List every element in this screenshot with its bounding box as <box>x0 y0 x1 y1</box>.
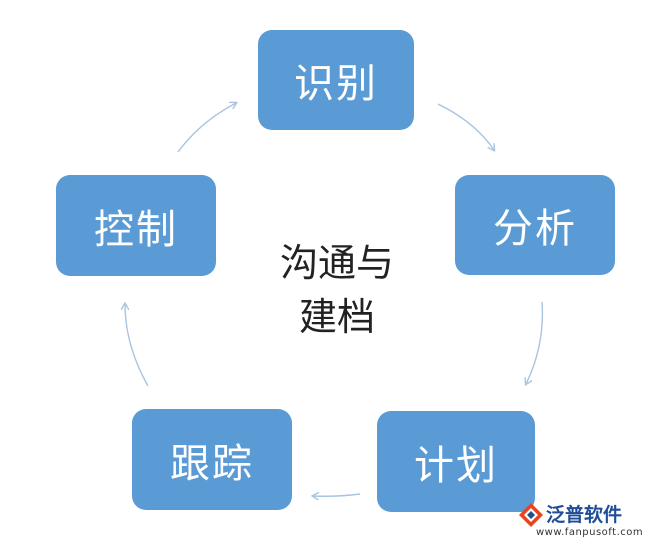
node-plan: 计划 <box>377 411 535 512</box>
arrow-plan-to-track <box>313 494 361 496</box>
arrow-identify-to-analyze <box>437 103 494 150</box>
watermark-logo: 泛普软件 www.fanpusoft.com <box>518 500 648 544</box>
node-analyze: 分析 <box>455 175 615 275</box>
node-track: 跟踪 <box>132 409 292 510</box>
arrow-analyze-to-plan <box>526 301 544 384</box>
watermark-url: www.fanpusoft.com <box>536 527 644 538</box>
center-label-line-1: 沟通与 <box>279 241 394 285</box>
node-identify: 识别 <box>258 30 414 130</box>
fanpu-logo-icon <box>519 503 543 527</box>
node-control: 控制 <box>56 175 216 276</box>
arrow-track-to-control <box>125 304 149 387</box>
center-label-line-2: 建档 <box>298 295 375 339</box>
center-label: 沟通与 建档 <box>262 236 412 344</box>
watermark-name: 泛普软件 <box>546 504 623 526</box>
arrow-control-to-identify <box>177 103 236 153</box>
